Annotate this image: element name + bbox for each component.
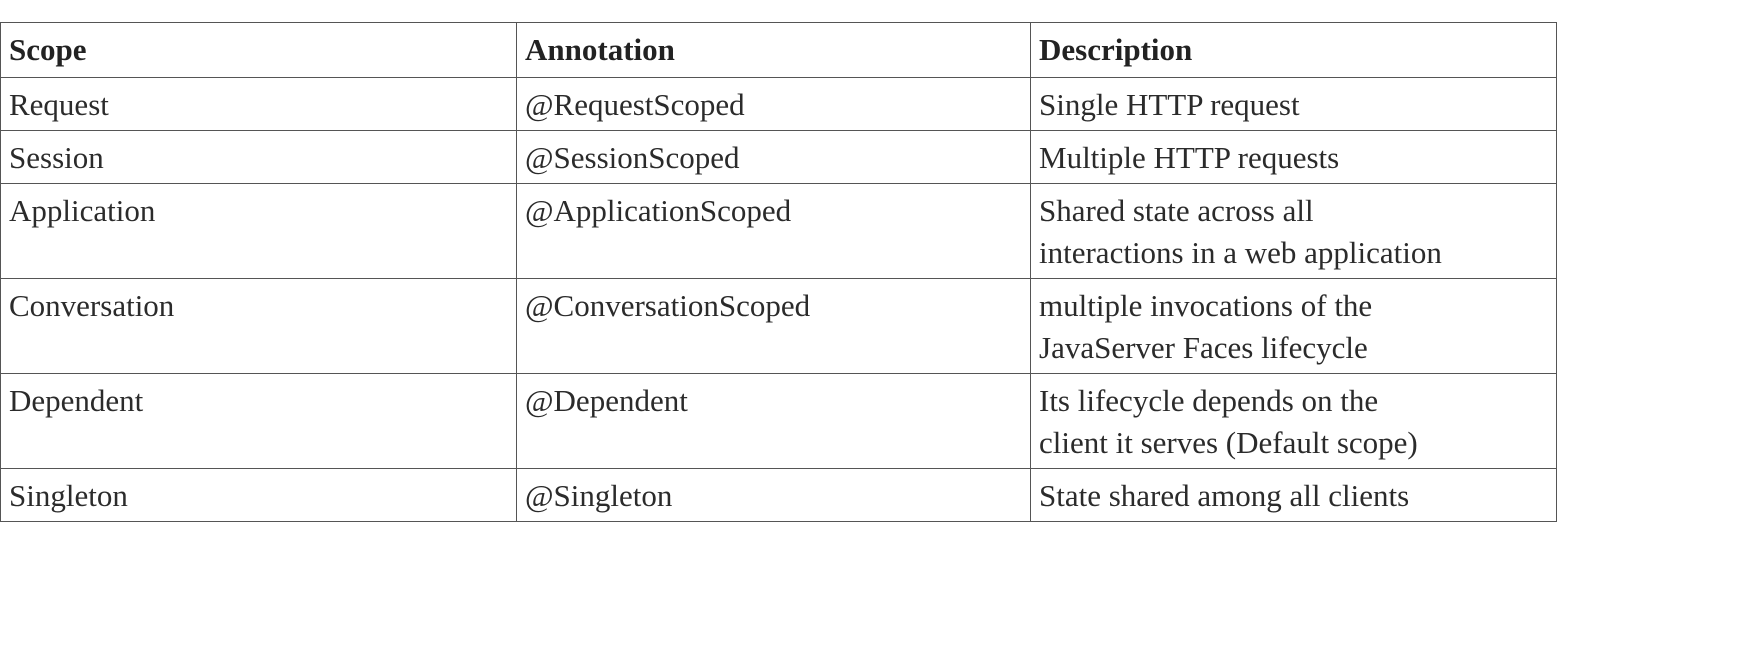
table-row: Singleton @Singleton State shared among … — [0, 468, 1557, 522]
description-cell: Its lifecycle depends on the client it s… — [1030, 373, 1557, 469]
description-cell: State shared among all clients — [1030, 468, 1557, 522]
scope-cell: Application — [0, 183, 517, 279]
annotation-cell: @RequestScoped — [516, 77, 1031, 131]
table-row: Session @SessionScoped Multiple HTTP req… — [0, 130, 1557, 184]
scope-cell: Session — [0, 130, 517, 184]
annotation-cell: @ApplicationScoped — [516, 183, 1031, 279]
table-header-row: Scope Annotation Description — [0, 22, 1557, 78]
annotation-cell: @Dependent — [516, 373, 1031, 469]
description-cell: Single HTTP request — [1030, 77, 1557, 131]
annotation-cell: @Singleton — [516, 468, 1031, 522]
description-cell: Shared state across all interactions in … — [1030, 183, 1557, 279]
description-cell: multiple invocations of the JavaServer F… — [1030, 278, 1557, 374]
header-scope: Scope — [0, 22, 517, 78]
header-description: Description — [1030, 22, 1557, 78]
table-row: Dependent @Dependent Its lifecycle depen… — [0, 373, 1557, 469]
header-annotation: Annotation — [516, 22, 1031, 78]
scope-cell: Conversation — [0, 278, 517, 374]
scope-cell: Request — [0, 77, 517, 131]
annotation-cell: @SessionScoped — [516, 130, 1031, 184]
scope-table: Scope Annotation Description Request @Re… — [0, 22, 1557, 522]
table-row: Application @ApplicationScoped Shared st… — [0, 183, 1557, 279]
scope-cell: Dependent — [0, 373, 517, 469]
scope-cell: Singleton — [0, 468, 517, 522]
scope-table-container: Scope Annotation Description Request @Re… — [0, 22, 1557, 522]
description-cell: Multiple HTTP requests — [1030, 130, 1557, 184]
table-row: Conversation @ConversationScoped multipl… — [0, 278, 1557, 374]
annotation-cell: @ConversationScoped — [516, 278, 1031, 374]
table-row: Request @RequestScoped Single HTTP reque… — [0, 77, 1557, 131]
